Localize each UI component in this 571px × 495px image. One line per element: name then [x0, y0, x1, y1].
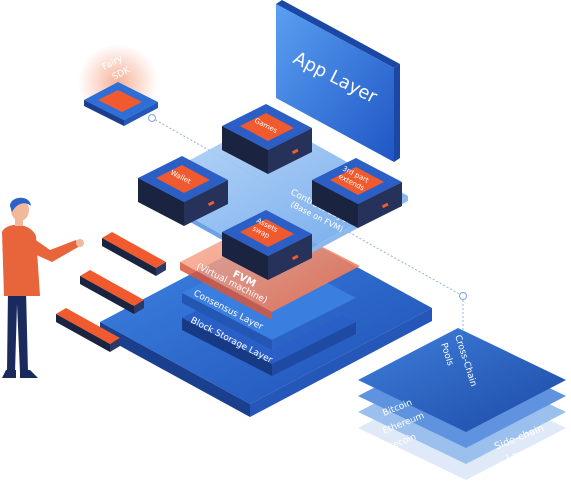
- app-layer-panel: App Layer: [276, 0, 400, 162]
- person-illustration: [2, 197, 84, 378]
- fairy-sdk: Fairy SDK: [78, 44, 158, 126]
- connector-node: [458, 291, 468, 301]
- third-party-module: 3rd part extends: [312, 158, 402, 228]
- games-module: Games: [222, 104, 312, 174]
- floating-block: [56, 308, 120, 352]
- floating-block: [102, 232, 166, 276]
- assets-swap-module: Assets swap: [222, 210, 312, 280]
- floating-block: [80, 270, 144, 314]
- connector-node: [147, 113, 157, 123]
- wallet-module: Wallet: [138, 156, 228, 226]
- side-chain-stack: Cross-Chain Pools Bitcoin Ethereum Litec…: [358, 328, 566, 480]
